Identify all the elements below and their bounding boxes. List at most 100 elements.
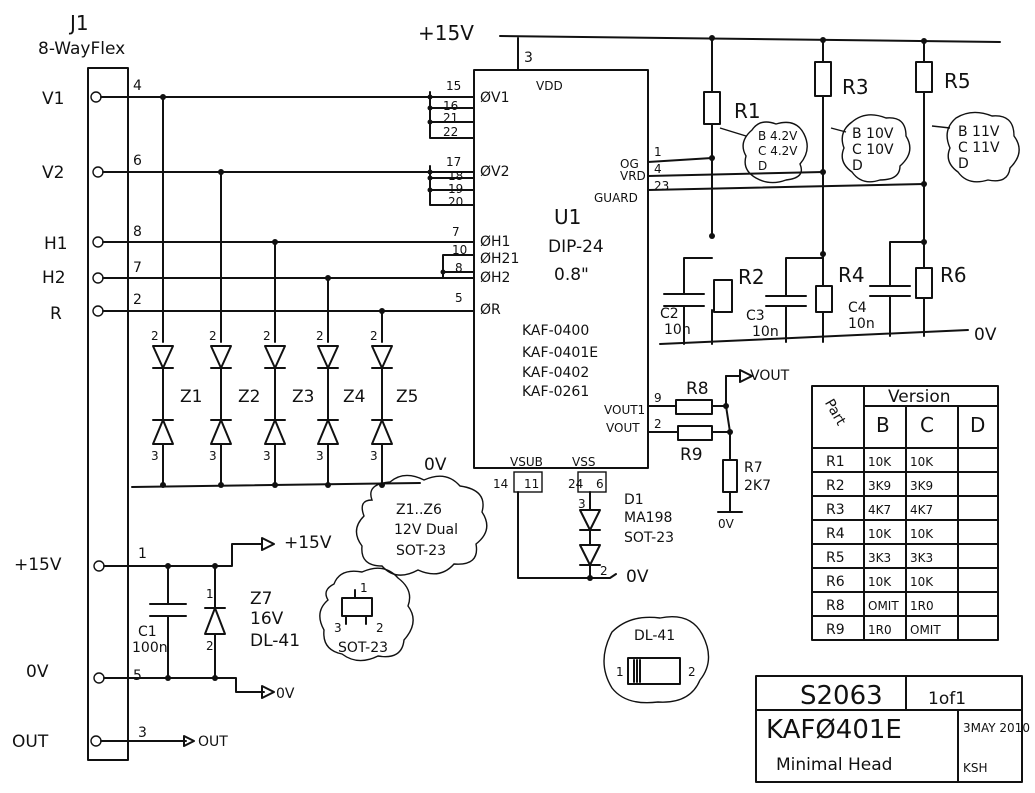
dl41-pin: 2 — [688, 665, 696, 679]
zener-pin: 3 — [263, 449, 271, 463]
drawing-subtitle: Minimal Head — [776, 755, 892, 775]
ic-pin-num: 16 — [443, 99, 458, 113]
note-line: D — [852, 158, 863, 174]
table-col-head: C — [920, 413, 934, 437]
zener-note-bubble: Z1..Z6 12V Dual SOT-23 — [355, 474, 488, 576]
table-cell: R3 — [826, 502, 845, 518]
zener-pin: 3 — [209, 449, 217, 463]
ic-pin-name: OG — [620, 157, 639, 171]
ic-pin-name: GUARD — [594, 191, 638, 205]
ic-pin-num: 2 — [654, 417, 662, 431]
pin-num: 2 — [133, 292, 142, 308]
zener-pin: 2 — [370, 329, 378, 343]
dl41-pin: 1 — [616, 665, 624, 679]
ic-pin-num: 19 — [448, 182, 463, 196]
table-cell: 3K9 — [910, 479, 933, 493]
table-cell: R4 — [826, 526, 845, 542]
zener-pin: 3 — [370, 449, 378, 463]
note-line: D — [958, 156, 969, 172]
ic-bottom-pin: 11 — [524, 477, 539, 491]
note-line: C 10V — [852, 142, 894, 158]
resistor-r7 — [722, 459, 738, 493]
table-cell: 3K3 — [910, 551, 933, 565]
cap-ref: C3 — [746, 308, 765, 324]
power-input: +15V C1 100n 1 2 Z7 16V DL-41 0V OUT — [100, 533, 332, 750]
pin-terminal — [92, 305, 104, 317]
note-line: B 4.2V — [758, 129, 798, 143]
pin-label-r: R — [50, 304, 62, 324]
zener-note-line: SOT-23 — [396, 543, 446, 559]
table-cell: OMIT — [910, 623, 941, 637]
ic-pin-name: VOUT1 — [604, 403, 645, 417]
zener-ground-rail — [131, 482, 421, 488]
resistor-ref: R5 — [944, 69, 971, 93]
zener-ref: Z5 — [396, 387, 418, 407]
ic-pin-name: ØV2 — [480, 164, 510, 180]
pin-num: 6 — [133, 153, 142, 169]
ic-part: KAF-0401E — [522, 345, 598, 361]
pin-label-h1: H1 — [44, 234, 68, 254]
resistor-ref: R7 — [744, 460, 763, 476]
gnd-out-label: 0V — [276, 686, 295, 702]
ic-pin-num: 18 — [448, 169, 463, 183]
resistor-r6 — [915, 267, 933, 299]
pin-terminal — [93, 560, 105, 572]
capacitor-labels: C2 10n C3 10n C4 10n — [660, 300, 875, 340]
dl41-bubble: DL-41 1 2 — [603, 616, 710, 704]
drawing-date: 3MAY 2010 — [963, 721, 1030, 735]
resistor-r8 — [675, 399, 713, 415]
drawing-number: S2063 — [800, 681, 883, 711]
note-line: D — [758, 159, 767, 173]
pin-label-0v: 0V — [26, 662, 49, 682]
z7-value: 16V — [250, 609, 284, 629]
output-stage: R8 R9 VOUT R7 2K7 0V — [647, 368, 790, 531]
connector-j1: J1 8-WayFlex — [38, 11, 129, 761]
title-block: S2063 1of1 KAFØ401E Minimal Head 3MAY 20… — [755, 675, 1030, 783]
ic-pin-num: 10 — [452, 243, 467, 257]
ic-pin-num: 23 — [654, 179, 669, 193]
table-cell: R2 — [826, 478, 845, 494]
d1-pin: 2 — [600, 564, 608, 578]
drawing-author: KSH — [963, 761, 988, 775]
table-cell: R5 — [826, 550, 845, 566]
p15-label: +15V — [418, 21, 474, 45]
ic-pin-num: 21 — [443, 111, 458, 125]
pin-label-v1: V1 — [42, 89, 64, 109]
pin-terminal — [92, 236, 104, 248]
pin-terminal — [90, 735, 102, 747]
ic-pin-num: 5 — [455, 291, 463, 305]
resistor-r5 — [915, 61, 933, 93]
resistors: R1 R2 R3 R4 R5 R6 — [703, 61, 971, 313]
resistor-ref: R2 — [738, 265, 765, 289]
sot-pin: 3 — [334, 621, 342, 635]
cap-ref: C2 — [660, 306, 679, 322]
z7-pin: 1 — [206, 587, 214, 601]
ic-part: KAF-0402 — [522, 365, 589, 381]
table-col-head: B — [876, 413, 890, 437]
ic-bottom-name: VSUB — [510, 455, 543, 469]
connector-ref: J1 — [68, 11, 89, 35]
zener-pin: 2 — [316, 329, 324, 343]
table-cell: 1R0 — [868, 623, 892, 637]
ic-pin-num: 1 — [654, 145, 662, 159]
table-cell: R6 — [826, 574, 845, 590]
ic-bottom-pin: 14 — [493, 477, 508, 491]
note-line: B 10V — [852, 126, 894, 142]
resistor-ref: R4 — [838, 263, 865, 287]
table-cell: R9 — [826, 622, 845, 638]
connector-pins: V1 4 V2 6 H1 8 H2 7 R 2 +15V 1 0V 5 OUT … — [12, 78, 147, 752]
d1-part: MA198 — [624, 510, 672, 526]
sheet-number: 1of1 — [928, 689, 966, 709]
ic-pin-name: ØH1 — [480, 234, 510, 250]
ic-pin-name: ØR — [480, 302, 501, 318]
ic-pin-name: VOUT — [606, 421, 640, 435]
resistor-ref: R1 — [734, 99, 761, 123]
z7-pkg: DL-41 — [250, 631, 300, 651]
table-col-head: D — [970, 413, 985, 437]
